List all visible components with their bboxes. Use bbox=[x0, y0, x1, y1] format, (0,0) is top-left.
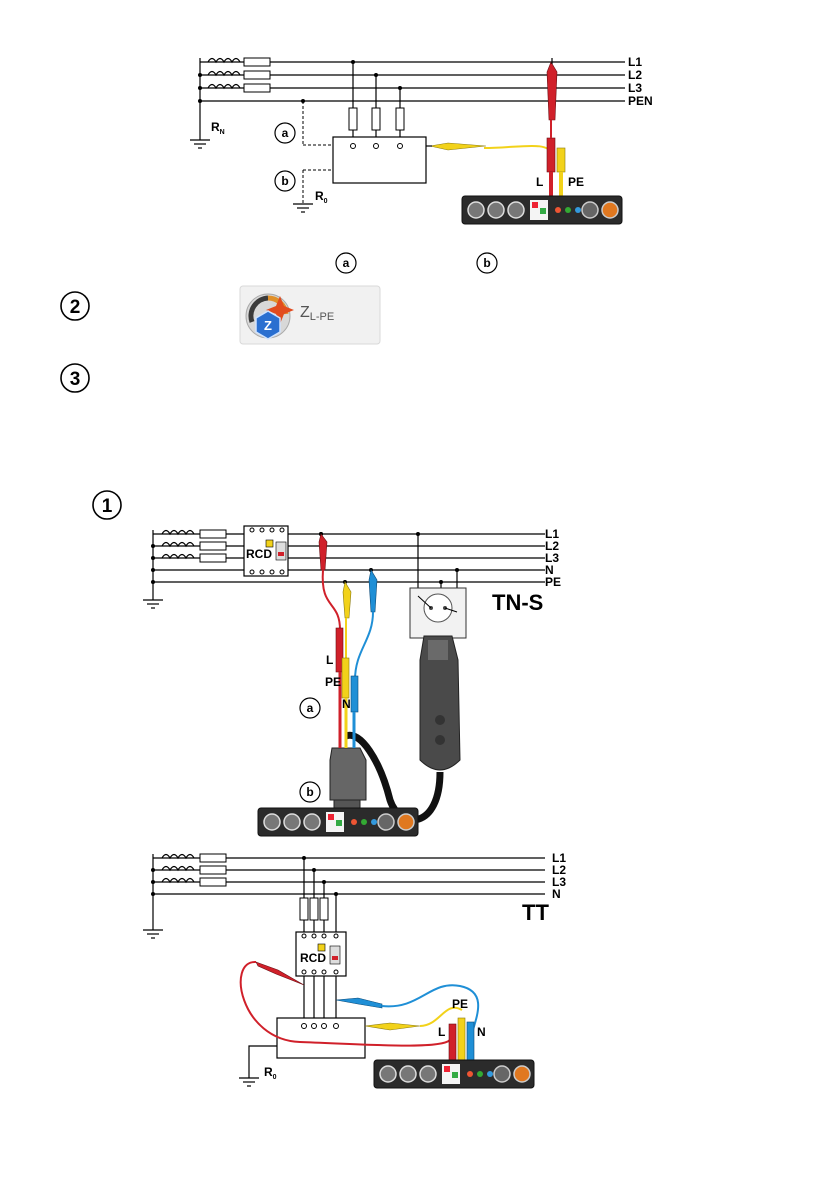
d3-probe-n: N bbox=[477, 1025, 486, 1039]
d1-line-pen: PEN bbox=[628, 94, 653, 108]
diagram-tn-c bbox=[190, 58, 625, 224]
d3-title: TT bbox=[522, 900, 549, 925]
d1-line-l3: L3 bbox=[628, 81, 642, 95]
legend-marker-a: a bbox=[343, 256, 350, 270]
d1-probe-pe: PE bbox=[568, 175, 584, 189]
svg-text:Z: Z bbox=[264, 318, 272, 333]
d1-marker-b: b bbox=[281, 174, 288, 188]
d3-rcd-label: RCD bbox=[300, 951, 326, 965]
d3-line-n: N bbox=[552, 887, 561, 901]
d2-marker-a: a bbox=[307, 701, 314, 715]
d1-ro-label: R0 bbox=[315, 189, 328, 205]
legend-marker-b: b bbox=[483, 256, 490, 270]
d1-rn-label: RN bbox=[211, 120, 225, 136]
d2-line-pe: PE bbox=[545, 575, 561, 589]
d3-probe-l: L bbox=[438, 1025, 445, 1039]
step-3: 3 bbox=[70, 369, 81, 390]
d2-rcd-label: RCD bbox=[246, 547, 272, 561]
d1-line-l2: L2 bbox=[628, 68, 642, 82]
d1-line-l1: L1 bbox=[628, 55, 642, 69]
d2-probe-pe: PE bbox=[325, 675, 341, 689]
d1-marker-a: a bbox=[282, 126, 289, 140]
step-2: 2 bbox=[70, 297, 81, 318]
z-lpe-label: ZL-PE bbox=[300, 304, 334, 323]
d3-ro-label: R0 bbox=[264, 1065, 277, 1081]
step-1: 1 bbox=[102, 496, 113, 517]
diagram-tt bbox=[143, 854, 545, 1088]
d2-probe-n: N bbox=[342, 697, 351, 711]
d3-probe-pe: PE bbox=[452, 997, 468, 1011]
d1-probe-l: L bbox=[536, 175, 543, 189]
d2-title: TN-S bbox=[492, 590, 543, 615]
diagram-tn-s bbox=[143, 526, 545, 836]
d2-marker-b: b bbox=[306, 785, 313, 799]
d2-probe-l: L bbox=[326, 653, 333, 667]
